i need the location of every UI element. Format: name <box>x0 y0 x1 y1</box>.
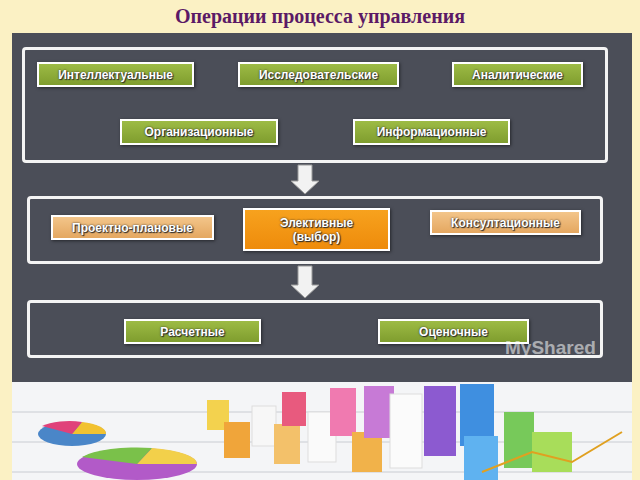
dark-board: Интеллектуальные Исследовательские Аналити… <box>12 33 632 382</box>
operation-box: Элективные (выбор) <box>243 208 390 251</box>
box-label: Интеллектуальные <box>58 68 173 82</box>
block-arrow <box>291 165 319 194</box>
box-label: Исследовательские <box>259 68 378 82</box>
box-label: Проектно-плановые <box>72 221 193 235</box>
operation-group-band: Интеллектуальные Исследовательские Аналити… <box>22 47 608 163</box>
box-label: Элективные (выбор) <box>269 216 364 244</box>
box-label: Аналитические <box>472 68 563 82</box>
operation-group-band: Проектно-плановые Элективные (выбор) Консу… <box>27 196 603 264</box>
box-label: Оценочные <box>419 325 488 339</box>
box-label: Расчетные <box>160 325 224 339</box>
box-label: Информационные <box>377 125 487 139</box>
operation-box: Организационные <box>120 119 278 145</box>
block-arrow <box>291 266 319 298</box>
box-label: Организационные <box>145 125 254 139</box>
operation-box: Интеллектуальные <box>37 62 194 87</box>
box-label: Консултационные <box>451 216 560 230</box>
watermark: MyShared <box>505 337 596 359</box>
operation-box: Исследовательские <box>238 62 399 87</box>
operation-box: Аналитические <box>452 62 583 87</box>
slide-title: Операции процесса управления <box>0 2 640 30</box>
operation-box: Информационные <box>353 119 510 145</box>
operation-box: Консултационные <box>430 210 581 235</box>
chart-illustration <box>12 382 632 480</box>
operation-box: Проектно-плановые <box>51 215 214 240</box>
operation-box: Расчетные <box>124 319 261 344</box>
